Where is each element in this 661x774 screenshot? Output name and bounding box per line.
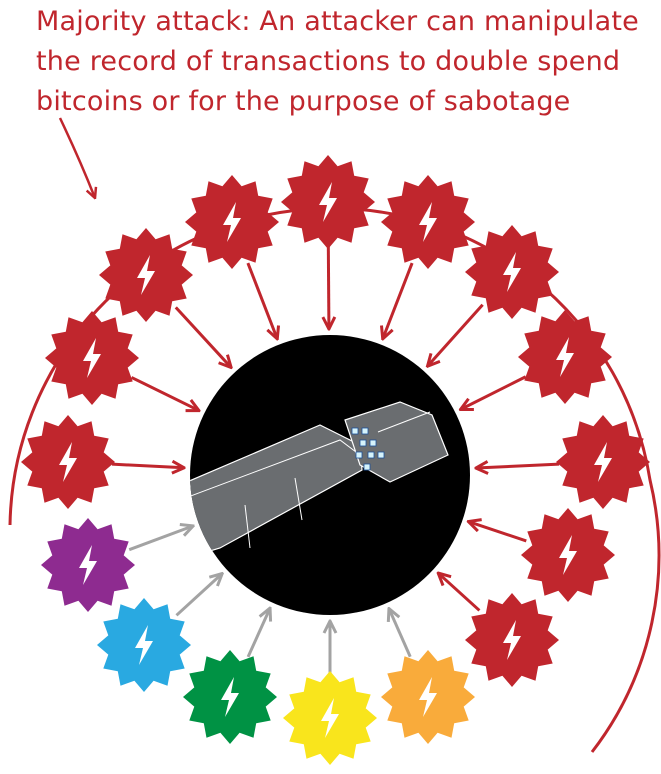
lightning-bolt-icon [223,202,241,242]
attacker-miner-arrow [130,376,198,410]
lightning-bolt-icon [503,252,521,292]
attacker-miner-badge [521,508,615,602]
lightning-bolt-icon [556,337,574,377]
honest-miner-badge [41,518,135,612]
lightning-bolt-icon [135,625,153,665]
lightning-bolt-icon [594,442,612,482]
lightning-bolt-icon [503,620,521,660]
lightning-bolt-icon [137,255,155,295]
attacker-miner-badge [281,155,375,249]
attacker-miner-arrow [246,262,277,339]
honest-miner-badge [381,650,475,744]
honest-miner-badge [97,598,191,692]
lightning-bolt-icon [83,338,101,378]
attacker-miner-badge [465,225,559,319]
honest-miner-arrow [246,608,270,658]
lightning-bolt-icon [419,202,437,242]
attacker-miner-arrow [174,306,231,367]
honest-miner-arrow [175,573,222,617]
attacker-miner-badge [465,593,559,687]
caption-line-1: Majority attack: An attacker can manipul… [36,6,639,37]
honest-miner-badge [183,650,277,744]
lightning-bolt-icon [59,442,77,482]
attacker-miner-badge [556,415,650,509]
attacker-miner-badge [99,228,193,322]
lightning-bolt-icon [419,677,437,717]
lightning-bolt-icon [221,677,239,717]
attacker-miner-arrow [460,375,527,410]
attacker-miner-arrow [427,303,484,367]
attacker-miner-badge [518,310,612,404]
caption-line-2: the record of transactions to double spe… [36,46,621,77]
diagram-caption: Majority attack: An attacker can manipul… [36,2,656,122]
lightning-bolt-icon [321,698,339,738]
attacker-miner-badge [381,175,475,269]
attacker-miner-badge [45,311,139,405]
lightning-bolt-icon [559,535,577,575]
honest-miner-arrow [128,526,193,552]
honest-miner-badge [283,671,377,765]
attacker-miner-arrow [468,522,527,543]
attacker-miner-arrow [383,262,414,339]
lightning-bolt-icon [319,182,337,222]
caption-line-3: bitcoins or for the purpose of sabotage [36,86,571,117]
block-attacker-new [344,401,449,483]
attacker-miner-arrow [111,464,184,468]
attacker-miner-arrow [438,573,481,612]
blockchain-blocks [190,401,449,561]
attacker-miner-arrow [328,245,329,329]
lightning-bolt-icon [79,545,97,585]
honest-miner-arrow [389,609,412,658]
block-chain-main [190,424,363,561]
attacker-miner-arrow [476,464,560,468]
attacker-miner-badge [21,415,115,509]
caption-pointer-arrow [58,117,95,198]
attacker-miner-badge [185,175,279,269]
